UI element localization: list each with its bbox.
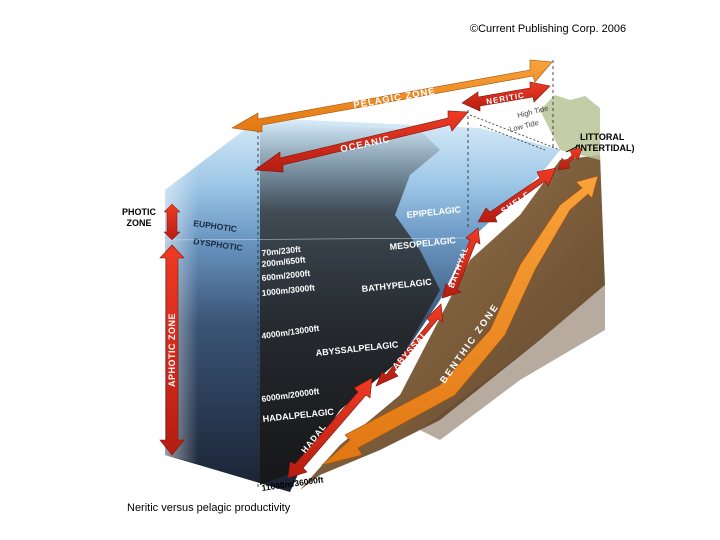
aphotic-zone-arrow [159, 244, 185, 456]
ocean-front-fade [165, 118, 260, 480]
benthic-zone-arrow [321, 175, 599, 466]
copyright-notice: ©Current Publishing Corp. 2006 [470, 23, 627, 35]
depth-200m: 200m/650ft [261, 254, 306, 269]
depth-70m: 70m/230ft [261, 244, 301, 258]
shelf-arrow [477, 167, 557, 223]
seafloor-block [300, 155, 605, 490]
neritic-label: NERITIC [486, 91, 526, 107]
littoral-pointer [565, 144, 581, 153]
aphotic-zone-label: APHOTIC ZONE [167, 313, 177, 387]
pelagic-zone-arrow [231, 59, 553, 133]
figure-caption: Neritic versus pelagic productivity [127, 502, 291, 514]
hadal-arrow [287, 377, 373, 479]
high-tide-line [469, 114, 561, 151]
photic-zone-label-2: ZONE [126, 218, 151, 228]
seafloor-shade [420, 285, 605, 440]
littoral-arrow [557, 147, 583, 171]
intertidal-label: (INTERTIDAL) [575, 143, 635, 153]
continental-shadow [260, 122, 440, 485]
photic-separator [164, 237, 471, 241]
abyssal-arrow [375, 303, 444, 387]
neritic-arrow [461, 81, 551, 112]
oceanic-arrow [254, 110, 469, 173]
photic-zone-label-1: PHOTIC [122, 207, 157, 217]
littoral-label: LITTORAL [580, 132, 625, 142]
bathyal-arrow [441, 227, 481, 299]
low-tide-label: Low Tide [508, 118, 539, 134]
shore-grass [540, 95, 600, 160]
pelagic-zone-label: PELAGIC ZONE [353, 86, 437, 111]
